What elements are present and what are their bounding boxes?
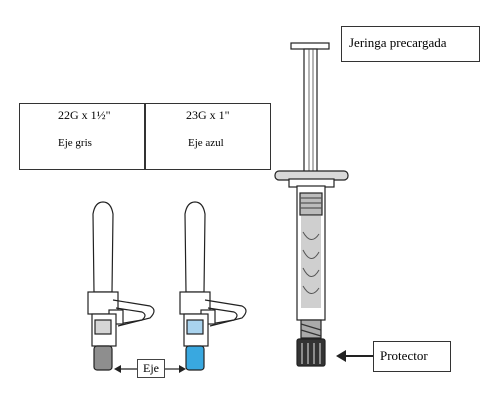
- hub-label-box: Eje: [137, 359, 165, 378]
- needle-blue-assembly: [179, 201, 247, 371]
- protector-cap: [296, 338, 326, 367]
- needle-gray-hub: [93, 345, 113, 371]
- needle-blue-hub-label: Eje azul: [188, 137, 224, 149]
- needle-gray-assembly: [87, 201, 155, 371]
- needle-blue-label-box: 23G x 1" Eje azul: [145, 103, 271, 170]
- needle-gray-hub-label: Eje gris: [58, 137, 92, 149]
- needle-gray-sheath: [92, 201, 114, 293]
- needle-gray-label-box: 22G x 1½" Eje gris: [19, 103, 145, 170]
- protector-arrow: [336, 350, 373, 362]
- hub-arrows: [114, 365, 186, 373]
- syringe-label-box: Jeringa precargada: [341, 26, 480, 62]
- plunger-button: [290, 42, 330, 50]
- syringe-tip: [300, 319, 322, 339]
- needle-blue-hub: [185, 345, 205, 371]
- syringe-label: Jeringa precargada: [349, 35, 447, 50]
- protector-label: Protector: [380, 348, 428, 363]
- protector-label-box: Protector: [373, 341, 451, 372]
- needle-blue-size: 23G x 1": [186, 108, 230, 122]
- plunger-rod: [303, 48, 318, 178]
- needle-blue-sheath: [184, 201, 206, 293]
- plunger-stopper: [299, 192, 323, 216]
- prefilled-syringe: [274, 42, 349, 367]
- hub-label: Eje: [143, 361, 159, 375]
- needle-gray-size: 22G x 1½": [58, 108, 111, 122]
